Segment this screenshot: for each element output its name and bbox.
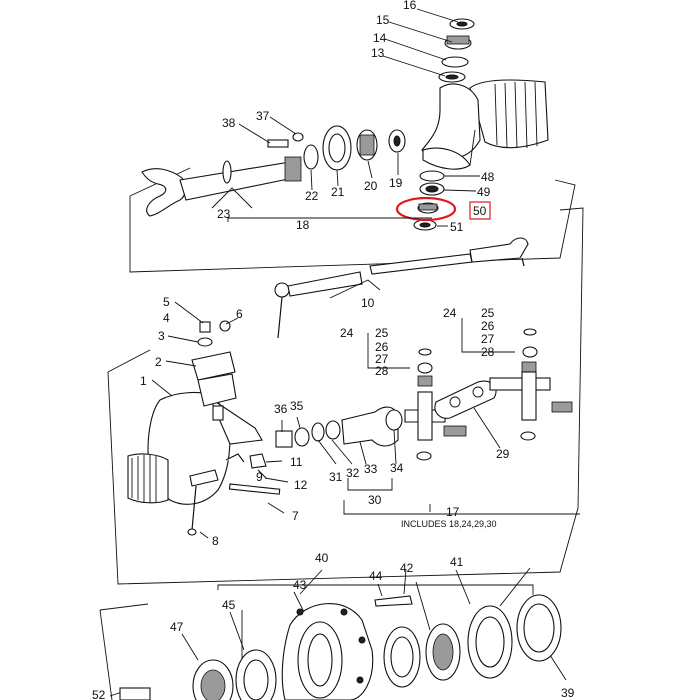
group-frame-axle [129,179,576,273]
callout-19: 19 [389,176,403,190]
axle-shaft [141,156,302,217]
callout-42: 42 [400,561,414,575]
callout-18: 18 [296,218,310,232]
kingpin-bearing-stack [438,18,475,83]
callout-25b: 25 [481,306,495,320]
callout-5: 5 [163,295,170,309]
callout-41: 41 [450,555,464,569]
hub-assembly [119,594,562,700]
callout-36: 36 [274,402,288,416]
callout-49: 49 [477,185,491,199]
callout-25a: 25 [375,326,389,340]
callout-43: 43 [293,578,307,592]
callout-8: 8 [212,534,219,548]
callout-24a: 24 [340,326,354,340]
callout-29: 29 [496,447,510,461]
callout-7: 7 [292,509,299,523]
callout-20: 20 [364,179,378,193]
group-frame-knuckle [107,207,584,585]
callout-12: 12 [294,478,308,492]
callout-28b: 28 [481,345,495,359]
callout-labels: 1 2 3 4 5 6 7 8 9 10 11 12 13 14 15 16 1… [92,0,575,700]
highlight-part-50 [395,196,457,222]
callout-1: 1 [140,374,147,388]
callout-52: 52 [92,688,106,700]
callout-27b: 27 [481,332,495,346]
inner-shaft-parts [275,406,403,448]
callout-4: 4 [163,311,170,325]
lower-kingpin-stack [413,170,445,231]
callout-16: 16 [403,0,417,12]
steering-arm [191,320,237,421]
callout-11: 11 [290,455,303,469]
callout-35: 35 [290,399,304,413]
group-frame-hub [99,609,113,700]
callout-34: 34 [390,461,404,475]
callout-6: 6 [236,307,243,321]
axle-seal-parts [303,125,406,171]
callout-13: 13 [371,46,385,60]
group-frame-hub-top [99,603,149,611]
callout-17: 17 [446,505,460,519]
yoke-29 [434,380,497,419]
includes-note: INCLUDES 18,24,29,30 [401,519,497,529]
u-joint-right [489,328,573,441]
leader-lines [109,8,567,697]
callout-28a: 28 [375,364,389,378]
callout-21: 21 [331,185,345,199]
callout-14: 14 [373,31,387,45]
callout-26b: 26 [481,319,495,333]
callout-40: 40 [315,551,329,565]
callout-3: 3 [158,329,165,343]
callout-27a: 27 [375,352,389,366]
callout-2: 2 [155,355,162,369]
u-joint-left [404,348,467,461]
axle-housing [421,79,549,170]
pins-9-11-12 [225,453,281,495]
group-frame-knuckle-left [107,349,151,373]
callout-15: 15 [376,13,390,27]
callout-23: 23 [217,207,231,221]
callout-30: 30 [368,493,382,507]
callout-47: 47 [170,620,184,634]
bolt-37-38 [267,132,304,148]
callout-26a: 26 [375,340,389,354]
callout-48: 48 [481,170,495,184]
tie-rod-assembly [274,237,529,339]
callout-9: 9 [256,470,263,484]
callout-39: 39 [561,686,575,700]
callout-32: 32 [346,466,360,480]
callout-51: 51 [450,220,464,234]
callout-37: 37 [256,109,270,123]
callout-45: 45 [222,598,236,612]
callout-44: 44 [369,569,383,583]
steering-knuckle [127,391,263,536]
callout-31: 31 [329,470,343,484]
callout-33: 33 [364,462,378,476]
callout-22: 22 [305,189,319,203]
callout-50: 50 [473,204,487,218]
callout-38: 38 [222,116,236,130]
callout-24b: 24 [443,306,457,320]
callout-10: 10 [361,296,375,310]
part-50-box [469,201,491,220]
